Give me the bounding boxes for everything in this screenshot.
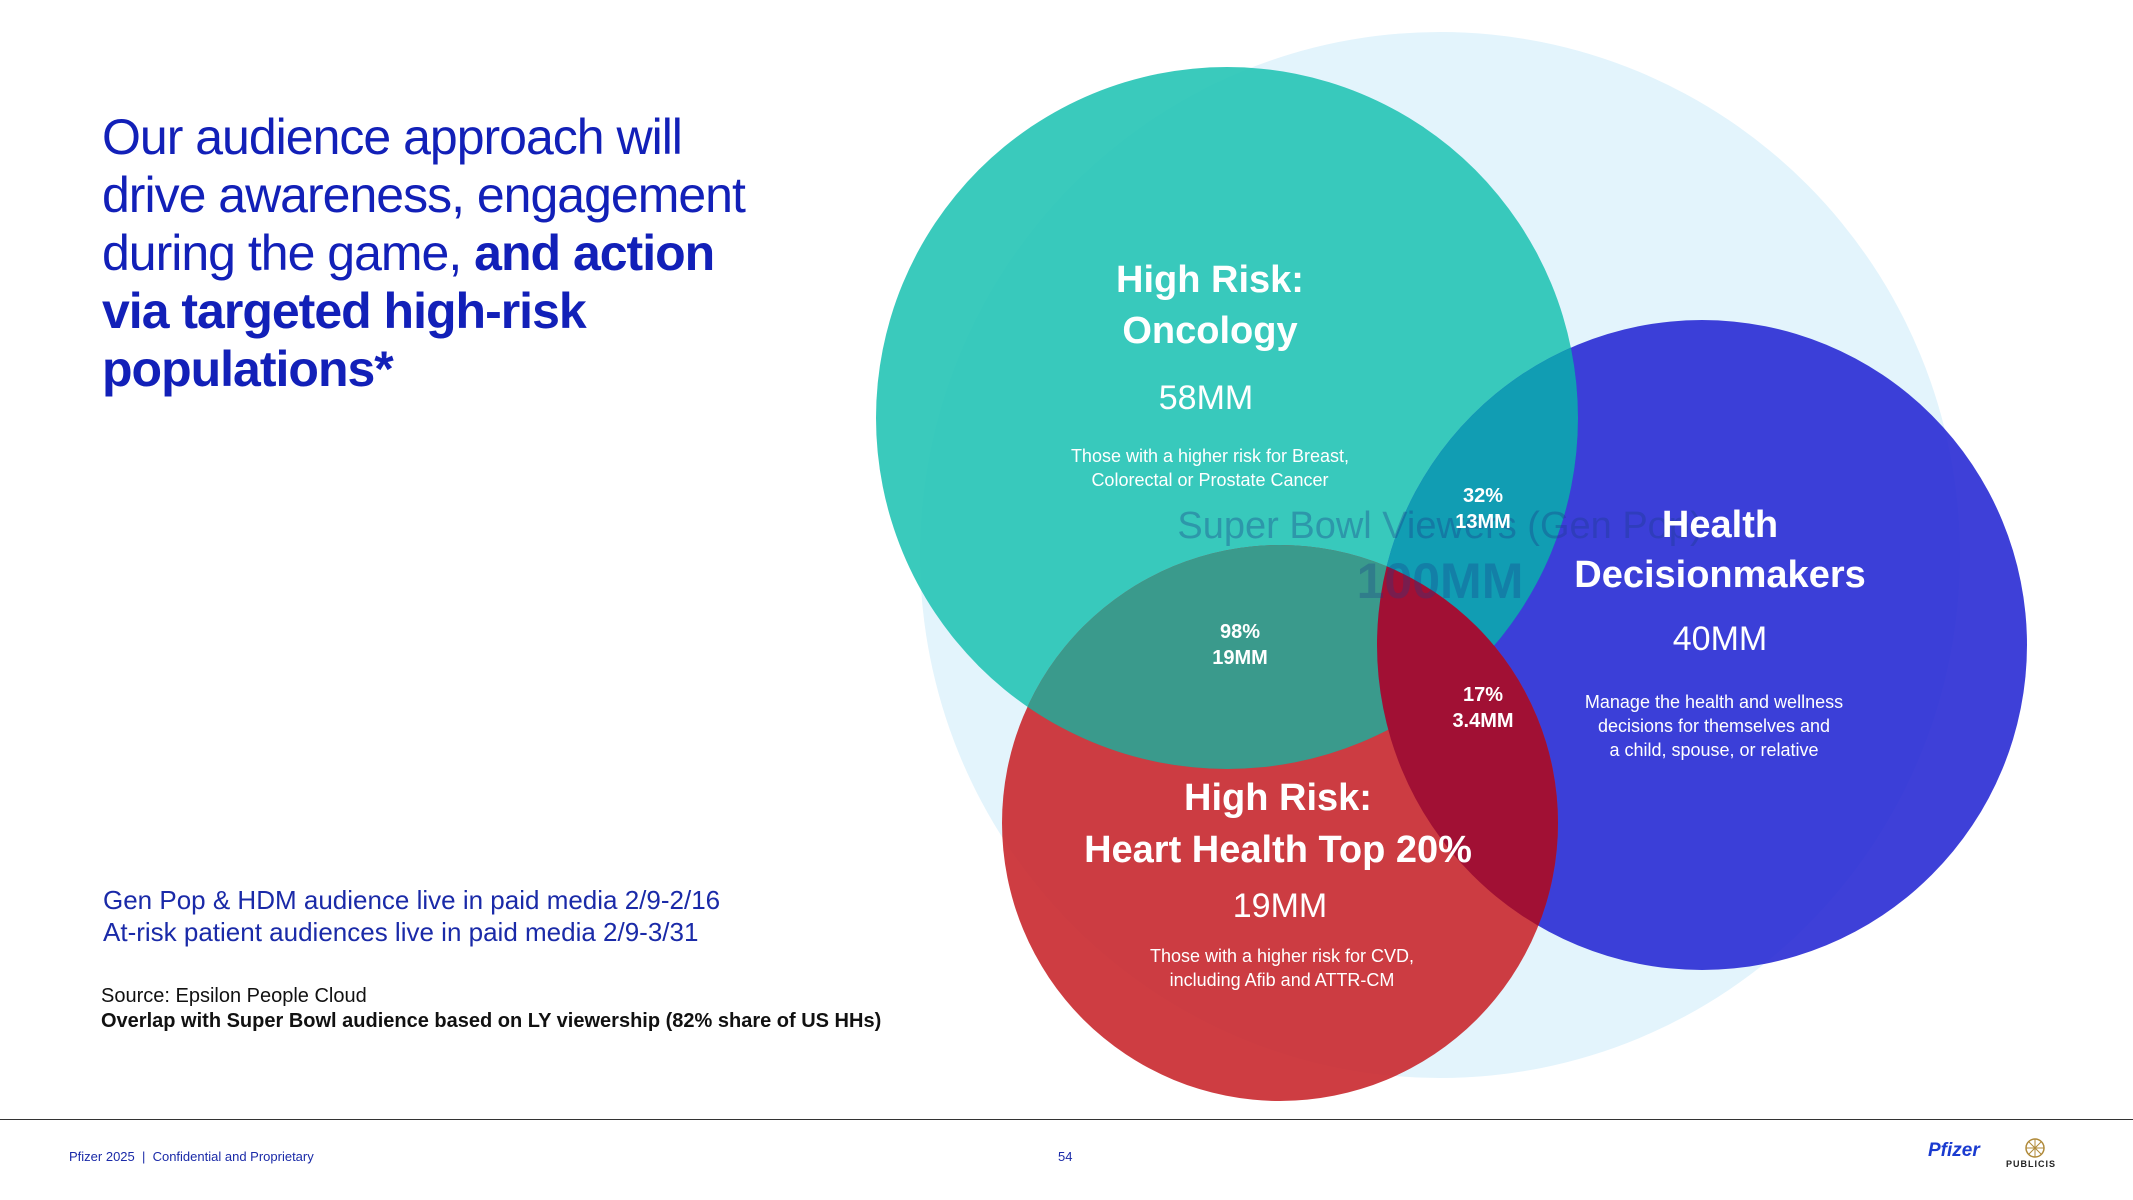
source-note: Source: Epsilon People Cloud Overlap wit…: [101, 984, 881, 1034]
hdm-desc-3: a child, spouse, or relative: [1609, 740, 1818, 760]
hdm-value: 40MM: [1673, 620, 1767, 658]
superbowl-value: 100MM: [1357, 553, 1524, 609]
hdm-desc-1: Manage the health and wellness: [1585, 692, 1843, 712]
heart-title-2: Heart Health Top 20%: [1084, 829, 1472, 871]
heart-desc-1: Those with a higher risk for CVD,: [1150, 946, 1414, 966]
publicis-logo: PUBLICIS: [2006, 1159, 2057, 1169]
overlap-onc-hdm: [1377, 320, 1578, 769]
overlap-heart-hdm-pct: 17%: [1463, 684, 1503, 706]
pfizer-logo: Pfizer: [1928, 1140, 1980, 1161]
overlap-onc-heart-value: 19MM: [1212, 647, 1268, 669]
headline-bold: and action via targeted high-risk popula…: [102, 225, 715, 397]
heart-desc-2: including Afib and ATTR-CM: [1170, 970, 1395, 990]
media-note-1: Gen Pop & HDM audience live in paid medi…: [103, 885, 721, 915]
media-note-2: At-risk patient audiences live in paid m…: [103, 917, 699, 947]
oncology-title-2: Oncology: [1122, 310, 1297, 352]
logo-group: Pfizer PUBLICIS: [1928, 1134, 2068, 1174]
source-line-1: Source: Epsilon People Cloud: [101, 985, 367, 1007]
superbowl-label: Super Bowl Viewers (Gen Pop): [1177, 505, 1702, 547]
oncology-title-1: High Risk:: [1116, 259, 1304, 301]
heart-title-1: High Risk:: [1184, 777, 1372, 819]
overlap-onc-heart-pct: 98%: [1220, 621, 1260, 643]
overlap-onc-hdm-value: 13MM: [1455, 511, 1511, 533]
oncology-desc-1: Those with a higher risk for Breast,: [1071, 446, 1349, 466]
oncology-value: 58MM: [1159, 379, 1253, 417]
hdm-desc-2: decisions for themselves and: [1598, 716, 1830, 736]
publicis-lion-icon: [2025, 1138, 2045, 1158]
page-number: 54: [1058, 1149, 1073, 1164]
footer-divider: [0, 1119, 2133, 1120]
overlap-heart-hdm-value: 3.4MM: [1452, 710, 1513, 732]
headline-normal: Our audience approach will drive awarene…: [102, 109, 746, 281]
oncology-desc-2: Colorectal or Prostate Cancer: [1091, 470, 1328, 490]
hdm-title-1: Health: [1662, 504, 1778, 546]
source-line-2: Overlap with Super Bowl audience based o…: [101, 1010, 882, 1032]
footer-confidential: Pfizer 2025 | Confidential and Proprieta…: [69, 1149, 314, 1164]
overlap-onc-hdm-pct: 32%: [1463, 485, 1503, 507]
media-notes: Gen Pop & HDM audience live in paid medi…: [103, 884, 720, 948]
hdm-title-2: Decisionmakers: [1574, 554, 1866, 596]
heart-value: 19MM: [1233, 887, 1327, 925]
page-headline: Our audience approach will drive awarene…: [102, 108, 782, 398]
